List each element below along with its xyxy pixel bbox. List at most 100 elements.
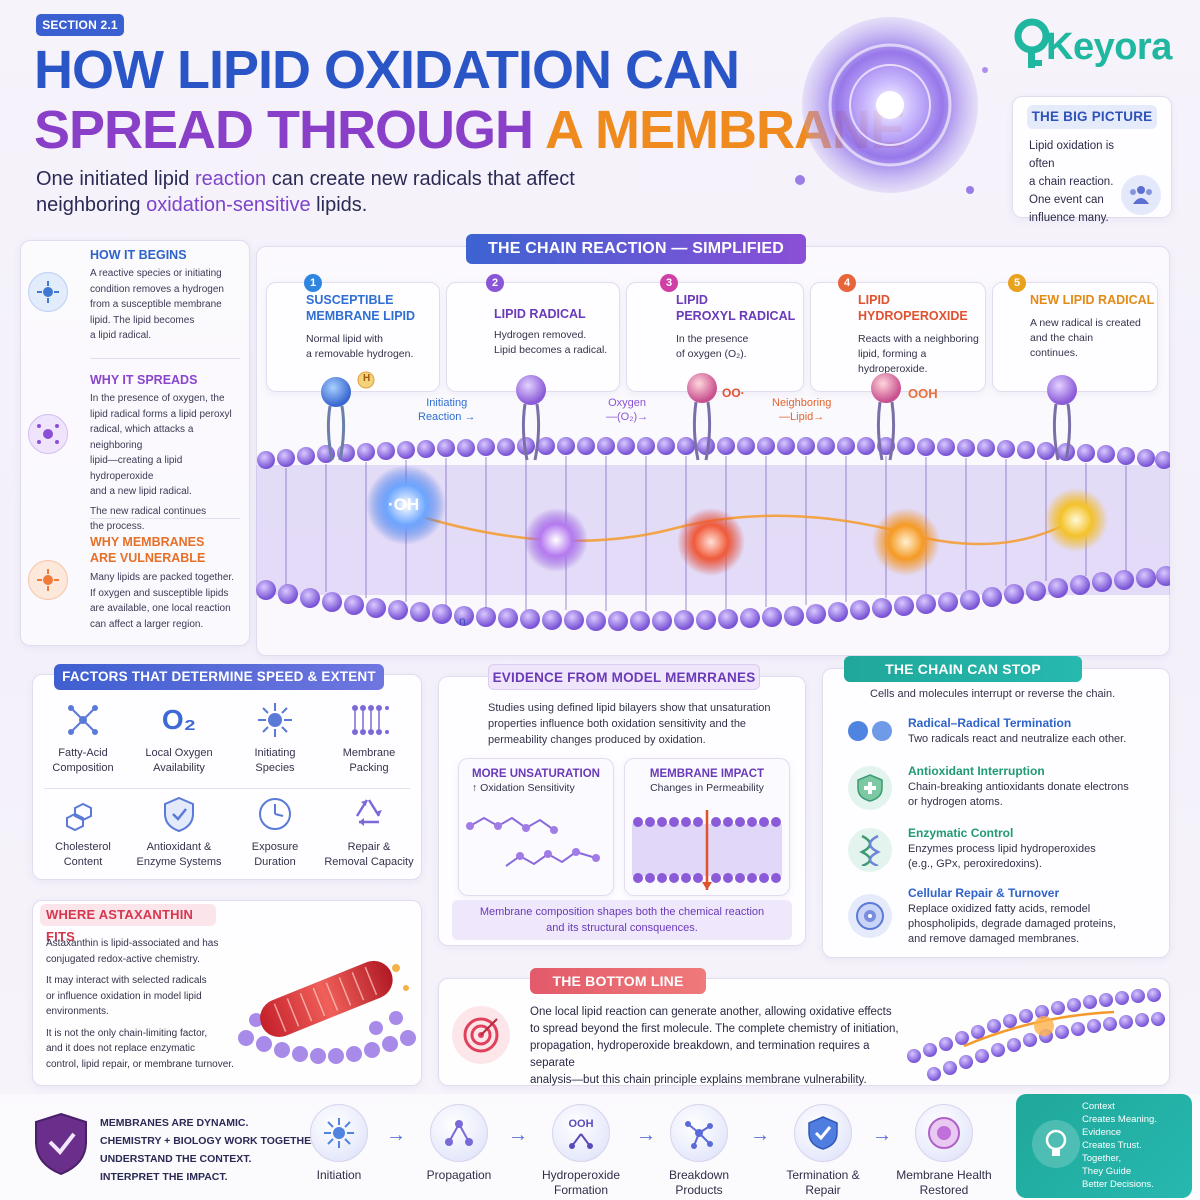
arrow-neighboring: Neighboring—Lipid→ (772, 397, 832, 423)
termination-shield-icon (794, 1104, 852, 1162)
step-card-5 (992, 282, 1158, 392)
title-spread: SPREAD THROUGH (34, 100, 534, 160)
footer-message: MEMBRANES ARE DYNAMIC.CHEMISTRY + BIOLOG… (100, 1117, 322, 1183)
page-subtitle: One initiated lipid reaction can create … (36, 168, 575, 216)
termination-icon (846, 718, 896, 749)
brand-logo: Keyora (1012, 14, 1182, 76)
step-number-5: 5 (1008, 274, 1026, 292)
chain-stop-title: THE CHAIN CAN STOP (844, 656, 1082, 682)
factors-title: FACTORS THAT DETERMINE SPEED & EXTENT (54, 664, 384, 690)
evidence-intro: Studies using defined lipid bilayers sho… (488, 702, 771, 746)
antioxidant-shield-icon (848, 766, 892, 810)
flow-initiation: Initiation (284, 1104, 394, 1183)
cell-repair-icon (848, 894, 892, 938)
bottom-line-title: THE BOTTOM LINE (530, 968, 706, 994)
dna-icon (848, 828, 892, 872)
brand-name: Keyora (1046, 26, 1172, 68)
target-icon (452, 1006, 510, 1064)
brand-key-icon (1014, 18, 1050, 68)
burst-icon (258, 703, 292, 737)
stop-item-1: Radical–Radical Termination Two radicals… (908, 716, 1127, 745)
small-n-label: ·n (455, 614, 466, 628)
molecule-icon (68, 705, 98, 735)
lipid-molecules (321, 371, 1077, 461)
big-picture-text: Lipid oxidation is often a chain reactio… (1029, 140, 1115, 224)
step-card-2 (446, 282, 620, 392)
flow-propagation: Propagation (404, 1104, 514, 1183)
flow-arrow: → (750, 1124, 770, 1146)
factors-divider (44, 788, 410, 789)
membrane-impact: MEMBRANE IMPACT Changes in Permeability (649, 768, 765, 794)
arrow-oxygen: Oxygen—(O₂)→ (606, 397, 649, 423)
divider (90, 518, 240, 519)
evidence-footer: Membrane composition shapes both the che… (452, 900, 792, 940)
membrane-bilayer-illustration (256, 437, 1170, 631)
evidence-title: EVIDENCE FROM MODEL MEMRRANES (488, 664, 760, 690)
why-it-spreads: WHY IT SPREADS In the presence of oxygen… (90, 373, 232, 532)
hydroperoxide-icon: OOH (552, 1104, 610, 1162)
hydroxyl-radical-label: ·OH (388, 495, 420, 514)
step-card-3 (626, 282, 804, 392)
cell-illustration (795, 17, 988, 194)
step-number-2: 2 (486, 274, 504, 292)
step-number-1: 1 (304, 274, 322, 292)
initiation-icon (28, 272, 68, 312)
hydrogen-label: H (363, 373, 371, 384)
people-icon (1121, 175, 1161, 215)
more-unsaturation: MORE UNSATURATION ↑ Oxidation Sensitivit… (472, 768, 600, 794)
initiation-burst-icon (310, 1104, 368, 1162)
factor-repair: Repair &Removal Capacity (322, 794, 416, 870)
step-4-text: LIPID HYDROPEROXIDE Reacts with a neighb… (858, 293, 979, 375)
big-picture-card: THE BIG PICTURE Lipid oxidation is often… (1012, 96, 1172, 224)
page-title-line1: HOW LIPID OXIDATION CAN (34, 40, 740, 100)
lightbulb-icon (1032, 1120, 1080, 1168)
step-5-text: NEW LIPID RADICAL A new radical is creat… (1030, 293, 1155, 359)
hydroperoxide-label: OOH (908, 386, 938, 401)
unsaturated-chain-illustration (466, 816, 600, 867)
healthy-cell-icon (915, 1104, 973, 1162)
permeability-illustration (632, 810, 782, 890)
peroxyl-label: OO· (722, 386, 745, 400)
breakdown-icon (670, 1104, 728, 1162)
why-membranes-vulnerable: WHY MEMBRANES ARE VULNERABLE Many lipids… (90, 535, 234, 630)
vulnerable-icon (28, 560, 68, 600)
step-card-1 (266, 282, 440, 392)
shield-icon (164, 796, 194, 833)
stop-item-3: Enzymatic Control Enzymes process lipid … (908, 826, 1096, 870)
flow-arrow: → (636, 1124, 656, 1146)
footer-shield-icon (34, 1112, 88, 1181)
chain-reaction-title: THE CHAIN REACTION — SIMPLIFIED (466, 234, 806, 264)
flow-arrow: → (872, 1124, 892, 1146)
clock-icon (259, 798, 291, 830)
divider (90, 358, 240, 359)
step-number-4: 4 (838, 274, 856, 292)
bottom-line-membrane-illustration (907, 988, 1165, 1081)
how-it-begins: HOW IT BEGINS A reactive species or init… (90, 248, 224, 341)
propagation-icon (430, 1104, 488, 1162)
lower-lipid-heads (256, 566, 1170, 631)
astaxanthin-illustration (238, 960, 416, 1064)
stop-item-4: Cellular Repair & Turnover Replace oxidi… (908, 886, 1116, 945)
bottom-line-text: One local lipid reaction can generate an… (530, 1006, 899, 1086)
chain-stop-intro: Cells and molecules interrupt or reverse… (870, 688, 1116, 700)
recycle-icon (355, 799, 382, 826)
flow-termination: Termination &Repair (768, 1104, 878, 1198)
big-picture-title: THE BIG PICTURE (1027, 105, 1157, 129)
flow-arrow: → (508, 1124, 528, 1146)
step-2-text: LIPID RADICAL Hydrogen removed.Lipid bec… (494, 307, 608, 356)
stop-item-2: Antioxidant Interruption Chain-breaking … (908, 764, 1129, 808)
factor-antioxidant: Antioxidant &Enzyme Systems (132, 794, 226, 870)
o2-icon: O₂ (161, 704, 197, 735)
